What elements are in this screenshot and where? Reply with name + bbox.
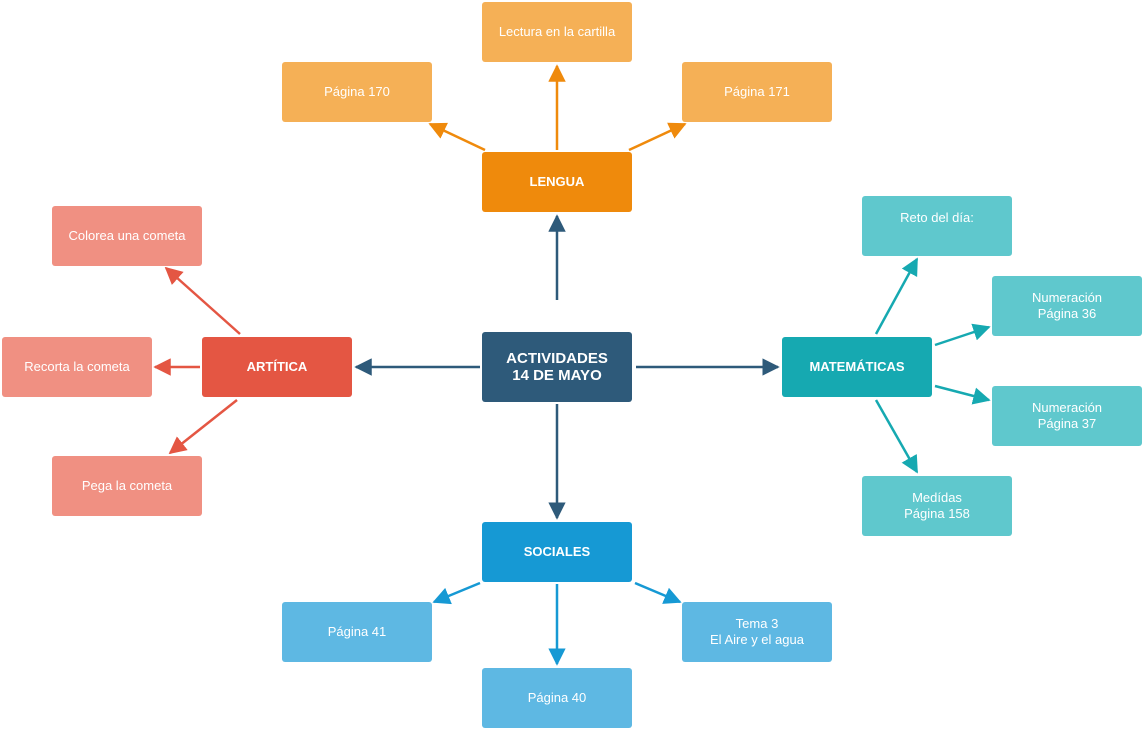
edge-soc-tema3 [634, 581, 682, 604]
art-pega-node[interactable]: Pega la cometa [52, 456, 202, 516]
soc-tema-3-node[interactable]: Tema 3 El Aire y el agua [682, 602, 832, 662]
lengua-lectura-node[interactable]: Lectura en la cartilla [482, 2, 632, 62]
edge-art-pega [168, 399, 238, 455]
edge-mat-medidas [874, 399, 919, 474]
mat-medidas-node[interactable]: Medídas Página 158 [862, 476, 1012, 536]
edge-mat-reto [874, 257, 919, 335]
edge-soc-p41 [432, 581, 481, 605]
edge-mat-num36 [934, 323, 991, 347]
branch-lengua[interactable]: LENGUA [482, 152, 632, 212]
lengua-pagina-171-node[interactable]: Página 171 [682, 62, 832, 122]
edge-art-colorea [164, 266, 241, 335]
lengua-pagina-170-node[interactable]: Página 170 [282, 62, 432, 122]
mat-reto-node[interactable]: Reto del día: [862, 196, 1012, 256]
art-colorea-node[interactable]: Colorea una cometa [52, 206, 202, 266]
edge-lengua-p170 [428, 122, 486, 152]
central-node[interactable]: ACTIVIDADES 14 DE MAYO [482, 332, 632, 402]
branch-artistica[interactable]: ARTÍTICA [202, 337, 352, 397]
mat-numeracion-37-node[interactable]: Numeración Página 37 [992, 386, 1142, 446]
edge-mat-num37 [934, 384, 991, 405]
mat-numeracion-36-node[interactable]: Numeración Página 36 [992, 276, 1142, 336]
branch-matematicas[interactable]: MATEMÁTICAS [782, 337, 932, 397]
soc-pagina-41-node[interactable]: Página 41 [282, 602, 432, 662]
branch-sociales[interactable]: SOCIALES [482, 522, 632, 582]
soc-pagina-40-node[interactable]: Página 40 [482, 668, 632, 728]
art-recorta-node[interactable]: Recorta la cometa [2, 337, 152, 397]
edge-lengua-p171 [628, 122, 687, 152]
